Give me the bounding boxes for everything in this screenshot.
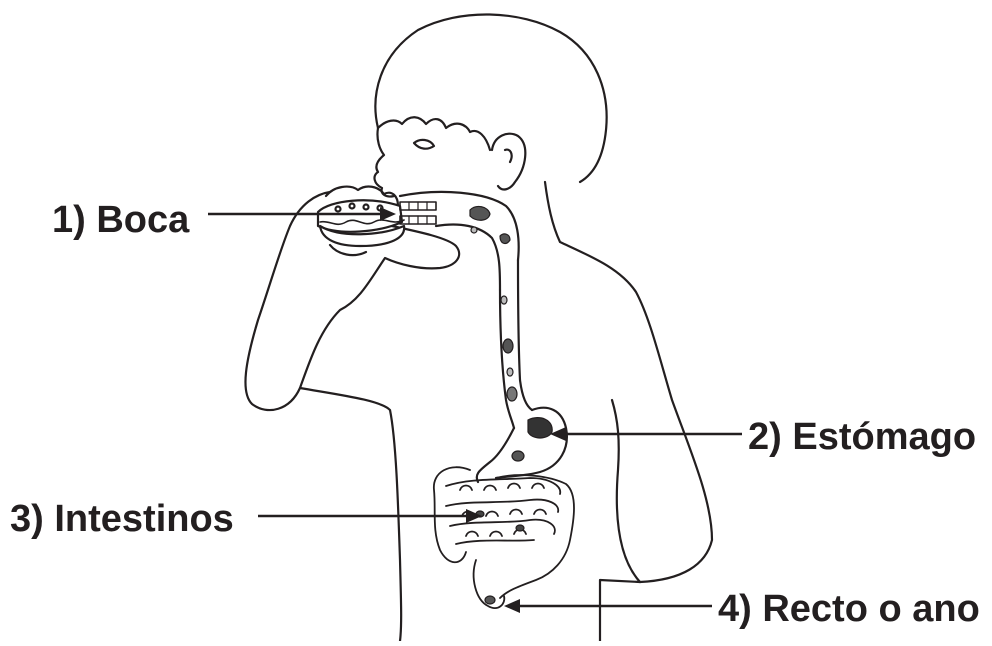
label-boca: 1) Boca xyxy=(52,201,189,239)
label-recto-ano: 4) Recto o ano xyxy=(718,590,980,628)
eye xyxy=(414,140,434,149)
sandwich xyxy=(318,200,404,246)
body-outline-right xyxy=(545,182,712,641)
arrow-recto xyxy=(504,599,712,613)
stomach-outline xyxy=(477,408,567,482)
arrow-estomago xyxy=(550,427,742,441)
ear-outline xyxy=(492,134,525,190)
label-intestinos: 3) Intestinos xyxy=(10,500,234,538)
label-estomago: 2) Estómago xyxy=(748,418,976,456)
food-bolus xyxy=(470,207,552,604)
face-outline xyxy=(375,128,394,197)
body-outline-left xyxy=(300,388,401,641)
intestines-outline xyxy=(434,467,574,608)
hair-outline xyxy=(375,14,606,182)
arrow-intestinos xyxy=(258,509,482,523)
